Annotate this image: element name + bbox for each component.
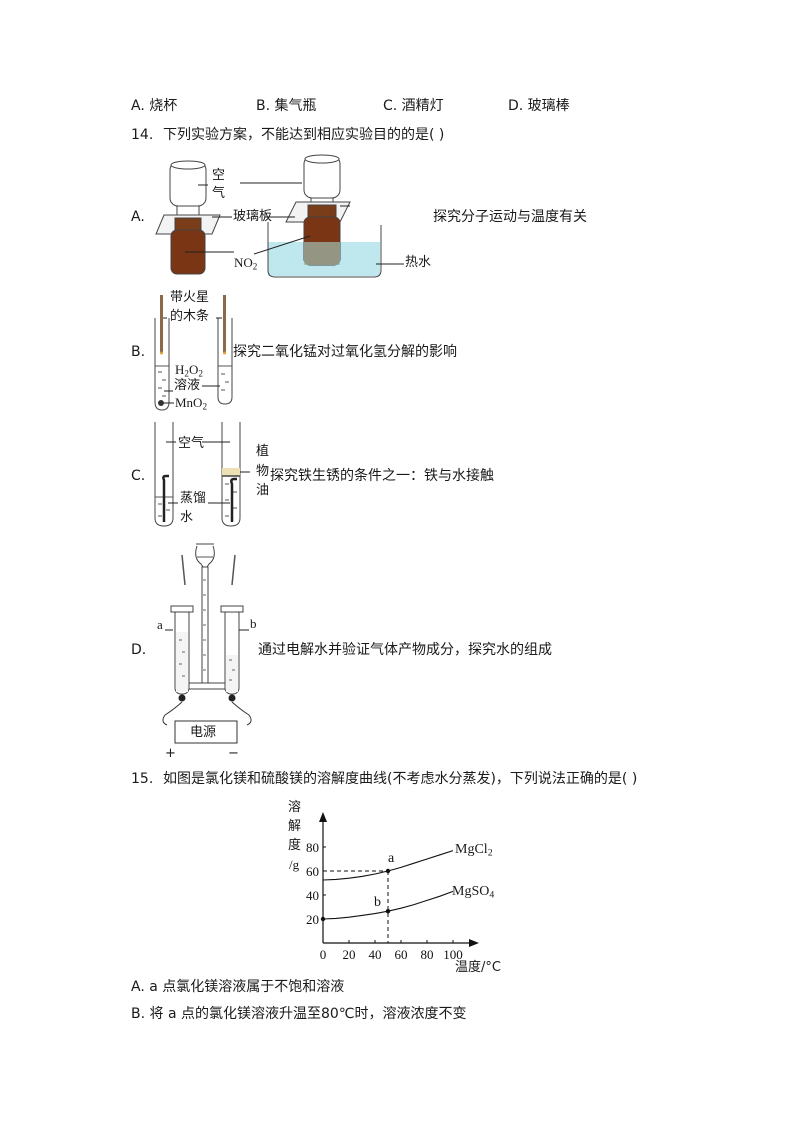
x-tick-label: 20	[343, 947, 356, 962]
y-axis-arrow-icon	[319, 812, 327, 822]
y-label-char-1: 溶	[288, 800, 302, 815]
label-oil-3: 油	[256, 483, 270, 498]
q13-option-d: D. 玻璃棒	[508, 98, 570, 114]
tube-a	[170, 554, 194, 702]
label-mno2: MnO2	[175, 395, 207, 412]
y-tick-label: 60	[306, 864, 319, 879]
q14-option-a-description: 探究分子运动与温度有关	[433, 209, 587, 225]
glowing-splint-left	[160, 295, 163, 353]
q14-option-d-letter: D.	[131, 642, 147, 658]
x-tick-label: 40	[369, 947, 382, 962]
test-tube-with-oil	[221, 422, 241, 527]
q13-option-c: C. 酒精灯	[383, 98, 444, 114]
vegetable-oil-layer	[222, 468, 240, 476]
label-glowing-splint-1: 带火星	[170, 290, 210, 305]
right-no2-bottle	[303, 204, 341, 266]
legend-mgso4: MgSO4	[452, 884, 495, 901]
y-label-char-2: 解	[288, 819, 302, 834]
no2-subscript: 2	[252, 261, 258, 272]
diffusion-apparatus-diagram	[155, 154, 404, 278]
electrolysis-apparatus-diagram	[162, 543, 252, 744]
left-air-bottle	[169, 160, 207, 217]
wire-right	[231, 701, 252, 726]
q15-stem: 如图是氯化镁和硫酸镁的溶解度曲线(不考虑水分蒸发)，下列说法正确的是( )	[163, 771, 638, 787]
y-tick-label: 40	[306, 888, 319, 903]
y-label-char-3: 度	[288, 838, 302, 853]
label-air: 空气	[178, 436, 205, 451]
q14-option-b-description: 探究二氧化锰对过氧化氢分解的影响	[233, 344, 457, 360]
data-point-a	[385, 868, 391, 874]
q14-option-c-letter: C.	[131, 468, 146, 484]
label-glass-plate: 玻璃板	[233, 209, 273, 224]
data-point	[320, 916, 326, 922]
label-distilled-water-2: 水	[180, 510, 194, 525]
tube-b	[220, 554, 244, 702]
label-air-2: 气	[212, 186, 226, 201]
label-negative: −	[228, 746, 239, 761]
point-label-b: b	[374, 895, 381, 910]
wire-left	[162, 701, 183, 726]
label-distilled-water-1: 蒸馏	[180, 491, 207, 506]
catalyst-test-tubes-diagram	[154, 295, 233, 411]
x-tick-label: 0	[320, 947, 327, 962]
iron-rust-test-tubes-diagram	[154, 422, 250, 527]
legend-mgcl2: MgCl2	[455, 842, 493, 859]
label-oil-2: 物	[256, 464, 270, 479]
x-tick-label: 60	[395, 947, 408, 962]
label-hot-water: 热水	[405, 255, 432, 270]
q15-number: 15.	[131, 771, 154, 787]
point-label-a: a	[388, 851, 395, 866]
q14-option-a-letter: A.	[131, 209, 145, 225]
y-label-char-4: /g	[289, 857, 300, 872]
q14-option-d-description: 通过电解水并验证气体产物成分，探究水的组成	[258, 642, 552, 658]
x-tick-label: 100	[443, 947, 463, 962]
q15-option-a: A. a 点氯化镁溶液属于不饱和溶液	[131, 979, 345, 995]
label-h2o2: H2O2	[175, 362, 203, 379]
q14-stem: 下列实验方案，不能达到相应实验目的的是( )	[163, 127, 445, 143]
x-axis-arrow-icon	[469, 939, 479, 947]
test-tube-with-mno2	[154, 318, 170, 411]
label-electrode-b: b	[250, 616, 257, 631]
label-no2: NO2	[234, 255, 257, 274]
glowing-splint-right	[223, 295, 226, 353]
no2-text: NO	[234, 255, 253, 270]
x-axis-label: 温度/°C	[455, 960, 501, 975]
label-positive: +	[165, 746, 176, 761]
label-power-supply: 电源	[190, 725, 217, 740]
test-tube-air-water	[154, 422, 174, 527]
label-air-1: 空	[212, 168, 226, 183]
q14-number: 14.	[131, 127, 154, 143]
y-tick-label: 20	[306, 912, 319, 927]
power-supply-box	[174, 720, 238, 744]
label-oil-1: 植	[256, 444, 270, 459]
q13-option-b: B. 集气瓶	[256, 98, 317, 114]
label-glowing-splint-2: 的木条	[170, 309, 210, 324]
x-tick-label: 80	[421, 947, 434, 962]
data-point-b	[385, 909, 391, 914]
q15-option-b: B. 将 a 点的氯化镁溶液升温至80℃时，溶液浓度不变	[131, 1006, 467, 1022]
label-solution: 溶液	[174, 378, 201, 393]
q14-option-b-letter: B.	[131, 344, 146, 360]
q13-option-a: A. 烧杯	[131, 98, 178, 114]
q14-option-c-description: 探究铁生锈的条件之一：铁与水接触	[270, 468, 494, 484]
right-air-bottle	[303, 154, 341, 209]
y-tick-label: 80	[306, 840, 319, 855]
label-electrode-a: a	[157, 617, 163, 632]
test-tube-without-mno2	[217, 318, 233, 405]
